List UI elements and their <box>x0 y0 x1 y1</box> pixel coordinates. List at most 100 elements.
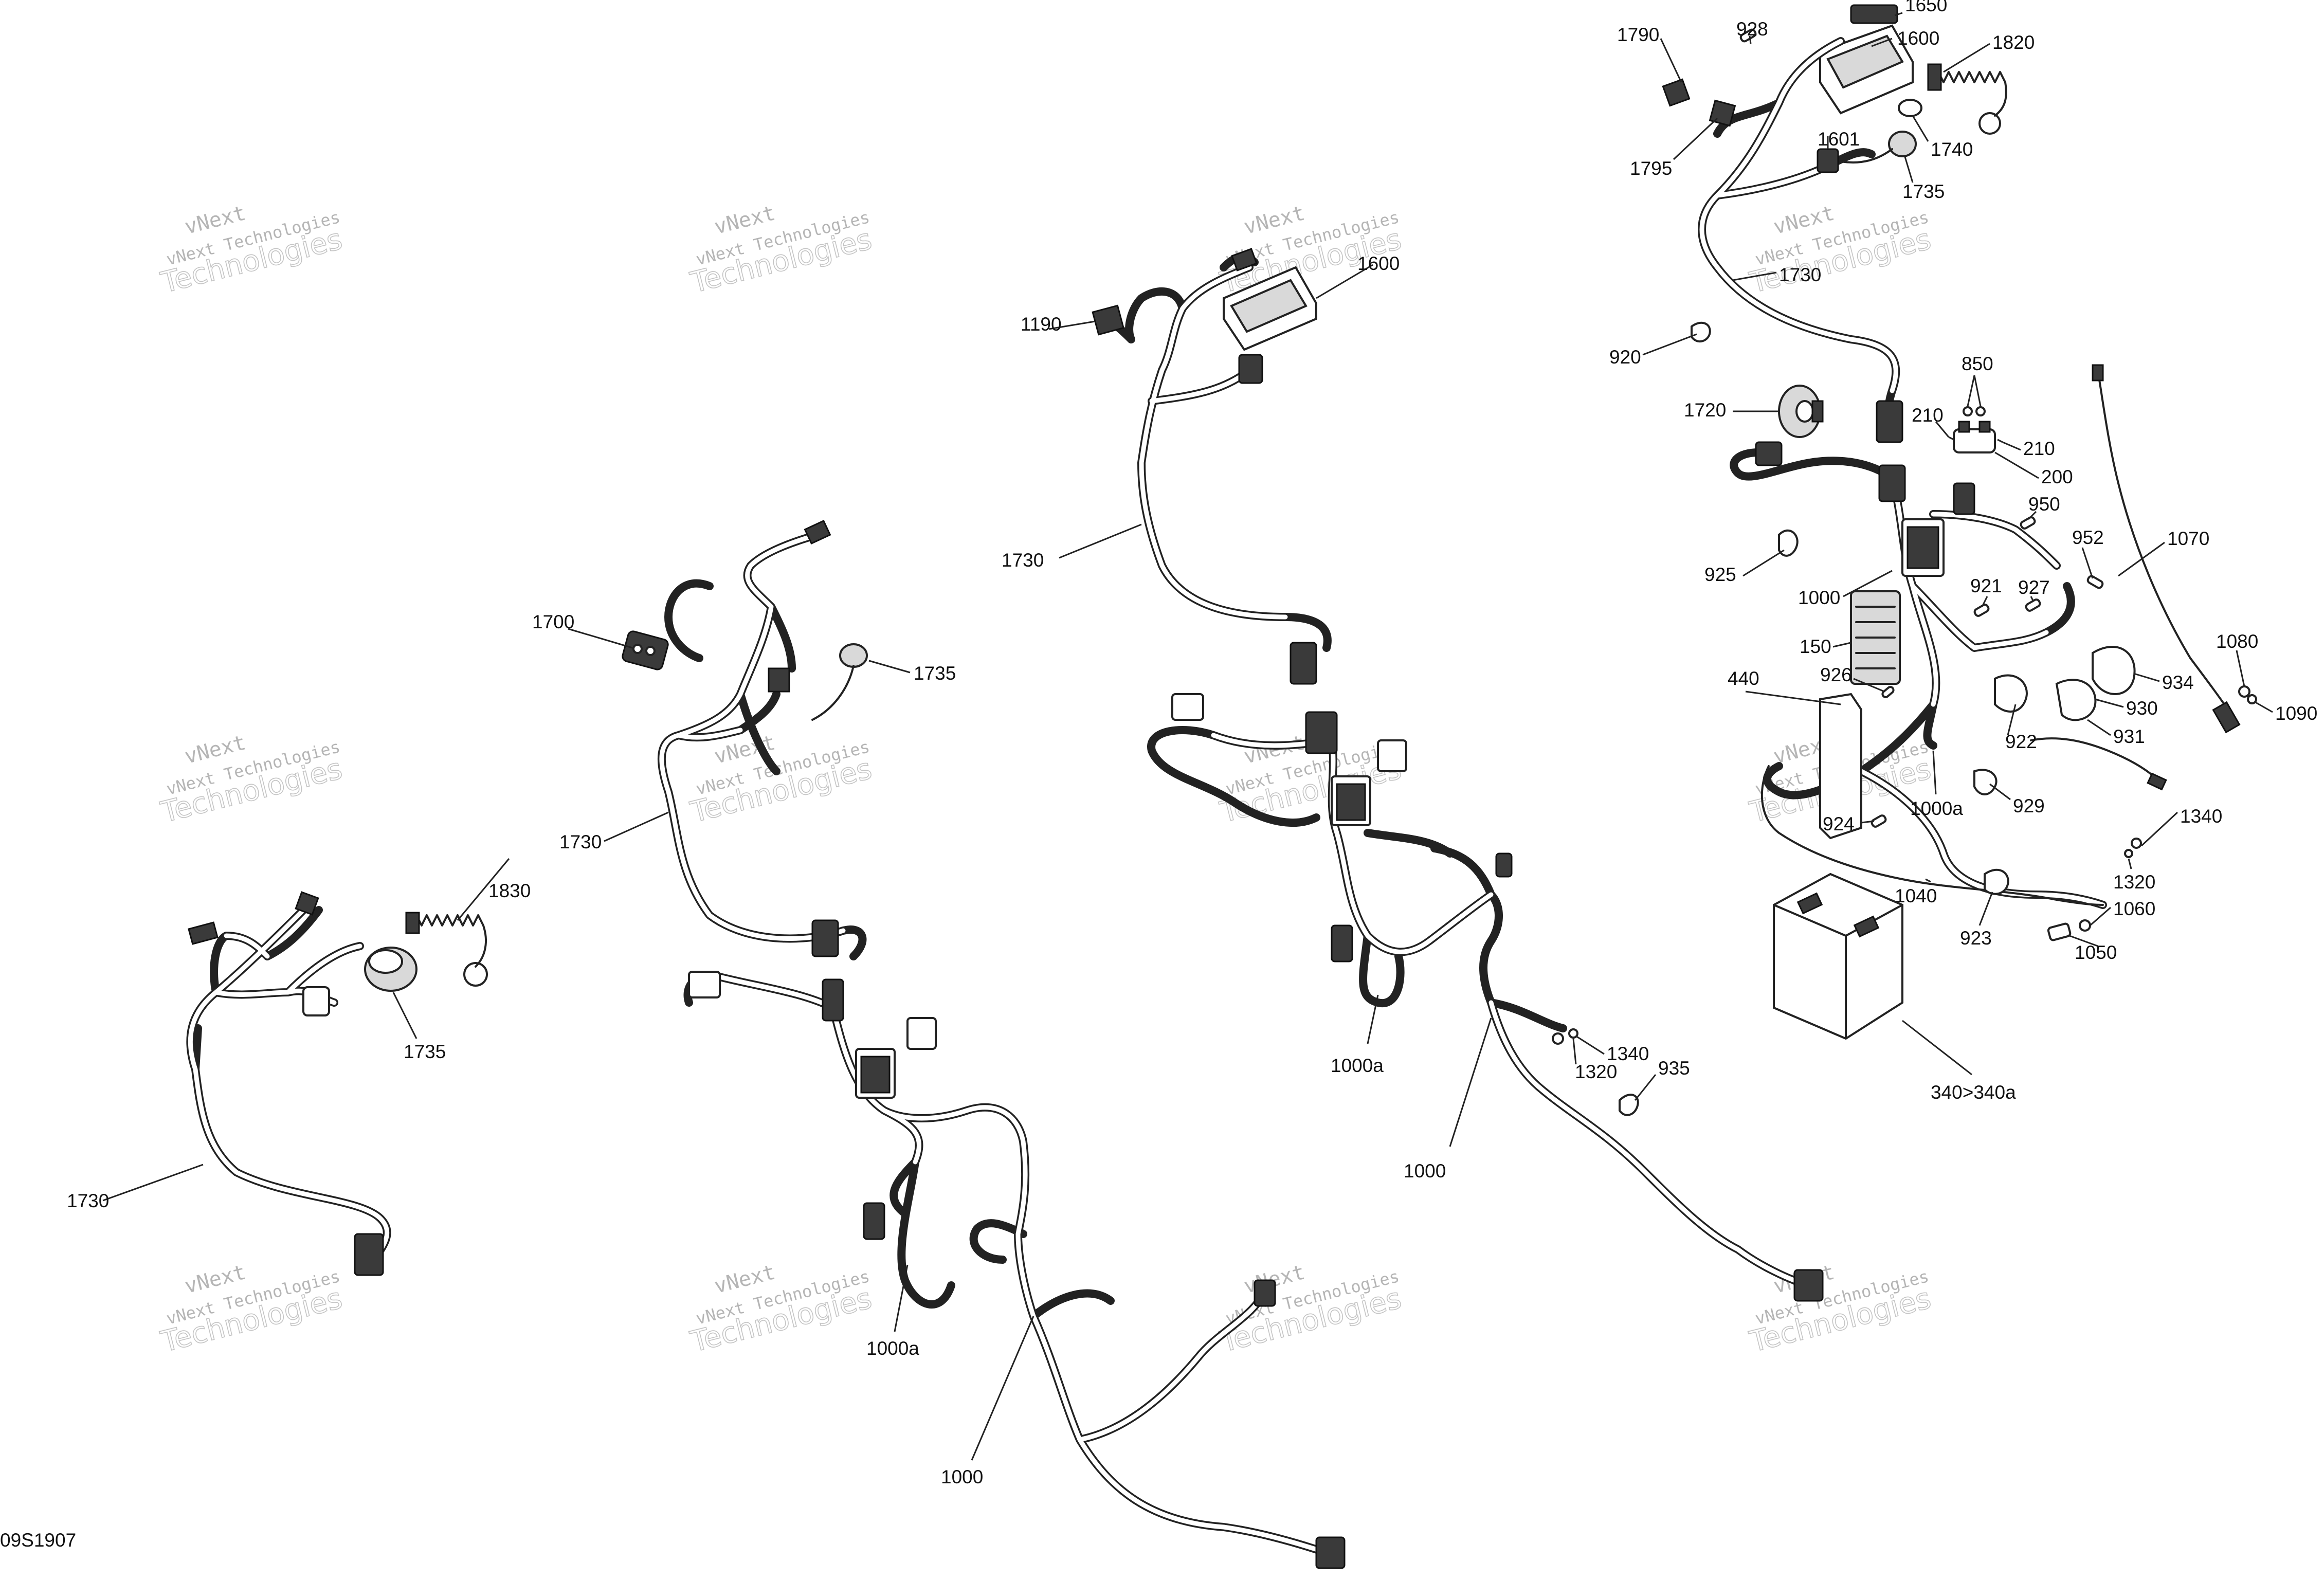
leader-928 <box>1749 35 1752 44</box>
callout-210-a: 210 <box>1912 405 1944 426</box>
leader-1730-c <box>1059 523 1142 559</box>
callout-1740: 1740 <box>1931 139 1973 160</box>
connector-right-3 <box>1495 852 1513 878</box>
leader-926 <box>1853 678 1885 693</box>
callout-1320-b: 1320 <box>1575 1061 1617 1082</box>
leader-1320-b <box>1572 1038 1577 1065</box>
connector-mid <box>768 667 790 693</box>
bolt-210-a <box>1948 436 1954 441</box>
connector-1730-d-end <box>1876 400 1903 443</box>
callout-935: 935 <box>1658 1058 1690 1079</box>
bracket-440 <box>1819 693 1862 840</box>
watermark-1: vNext vNext Technologies Technologies <box>157 201 346 300</box>
leader-929 <box>1989 783 2011 801</box>
cable-1040 <box>1760 765 2104 906</box>
cable-1070 <box>2097 369 2232 716</box>
assembly-1: 1730 1830 1735 <box>67 858 531 1276</box>
callout-952: 952 <box>2072 527 2104 548</box>
callout-1820: 1820 <box>1992 32 2035 53</box>
callout-931: 931 <box>2113 726 2145 747</box>
cable-1070-lug <box>2092 364 2104 382</box>
screw-1340-a <box>2131 838 2142 849</box>
connector-top-3 <box>1231 248 1258 271</box>
watermark-9: vNext vNext Technologies Technologies <box>157 1260 346 1359</box>
assembly-3: 1190 1600 1730 1000a 1340 1320 935 1000 <box>1002 248 1824 1302</box>
callout-1080: 1080 <box>2216 631 2258 652</box>
tie-934 <box>2092 646 2136 695</box>
fuse-box-3 <box>1331 775 1371 826</box>
leader-1790 <box>1660 38 1682 83</box>
leader-210-a <box>1935 421 1950 438</box>
assembly-4: 1790 928 1650 1600 1820 1795 1601 1740 1… <box>1609 0 2317 1103</box>
leader-1735-a <box>392 992 417 1039</box>
callout-1070: 1070 <box>2167 528 2209 549</box>
leader-921 <box>1981 596 1988 607</box>
tie-922 <box>1994 674 2028 713</box>
ground-931 <box>2030 737 2167 791</box>
callout-1650: 1650 <box>1905 0 1947 15</box>
nut-850-b <box>1975 406 1986 416</box>
cable-1830 <box>405 912 488 987</box>
callout-1320-a: 1320 <box>2113 871 2155 893</box>
leader-1190 <box>1048 320 1096 330</box>
callout-1735-a: 1735 <box>404 1041 446 1062</box>
leader-1050 <box>2069 935 2098 947</box>
leader-925 <box>1742 549 1785 577</box>
callout-1795: 1795 <box>1630 158 1672 179</box>
clip-1790 <box>1662 78 1691 107</box>
callout-340: 340>340a <box>1931 1082 2016 1103</box>
callout-1790: 1790 <box>1617 24 1659 45</box>
leader-1730-a <box>102 1164 204 1202</box>
leader-1600-b <box>1316 264 1373 299</box>
callout-1050: 1050 <box>2075 942 2117 963</box>
connector-left <box>188 921 219 945</box>
leader-923 <box>1978 892 1993 926</box>
clip-952 <box>2086 575 2104 589</box>
callout-1600-a: 1600 <box>1897 28 1939 49</box>
callout-150: 150 <box>1800 636 1831 657</box>
clip-920 <box>1691 321 1711 342</box>
callout-1340-a: 1340 <box>2180 806 2222 827</box>
grommet-1740 <box>1898 99 1922 117</box>
leader-1340-a <box>2140 811 2178 847</box>
battery-340 <box>1773 873 1903 1040</box>
assembly-2: 1700 1735 1730 1000a 1000 <box>532 519 1346 1569</box>
callout-1090: 1090 <box>2275 703 2317 724</box>
leader-1795 <box>1673 117 1718 160</box>
leader-1730-d <box>1732 271 1777 281</box>
clip-929 <box>1973 769 1998 795</box>
callout-1000-b: 1000 <box>941 1466 983 1487</box>
nut-1080 <box>2238 685 2250 698</box>
clip-925 <box>1778 529 1799 557</box>
fuse-box <box>855 1048 896 1099</box>
harness-1730-c <box>1101 252 1814 1290</box>
nut-850-a <box>1963 406 1973 416</box>
leader-1080 <box>2236 650 2245 687</box>
leader-1000a-c <box>1367 994 1379 1044</box>
connector-end-3 <box>1793 1269 1824 1302</box>
callout-921: 921 <box>1970 575 2002 596</box>
callout-1730-a: 1730 <box>67 1190 109 1211</box>
buzzer-1735 <box>364 947 417 992</box>
callout-1700: 1700 <box>532 611 574 632</box>
grommet-1720 <box>1778 385 1824 438</box>
leader-1090 <box>2254 701 2273 713</box>
leader-850 <box>1967 375 1982 407</box>
leader-1740 <box>1912 115 1929 142</box>
callout-926: 926 <box>1820 664 1852 685</box>
watermark-5: vNext vNext Technologies Technologies <box>157 731 346 830</box>
watermark-3: vNext vNext Technologies Technologies <box>1216 201 1405 300</box>
leader-340 <box>1902 1020 1972 1076</box>
callout-1730-c: 1730 <box>1002 550 1044 571</box>
watermark-12: vNext vNext Technologies Technologies <box>1746 1260 1934 1359</box>
buzzer-1735-c <box>1829 131 1917 164</box>
relay-3 <box>1377 739 1407 772</box>
callout-1720: 1720 <box>1684 399 1726 421</box>
connector-left-3 <box>1171 693 1204 721</box>
callout-1000-d: 1000 <box>1798 587 1840 608</box>
clip-927 <box>2025 598 2041 612</box>
callout-1735-b: 1735 <box>914 663 956 684</box>
leader-1735-c <box>1904 156 1914 183</box>
screw-1340-b <box>1552 1032 1564 1045</box>
